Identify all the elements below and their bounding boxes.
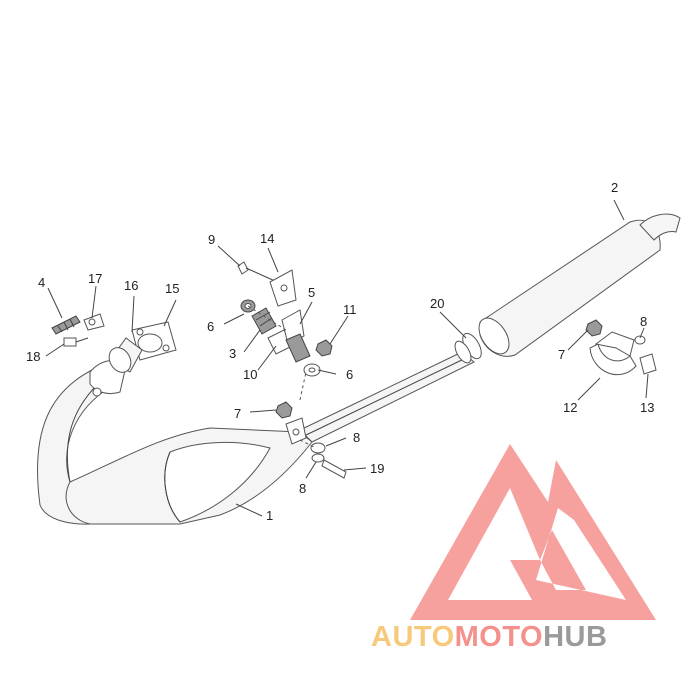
callout-8-lower: 8 <box>353 430 360 445</box>
callout-9: 9 <box>208 232 215 247</box>
callout-20: 20 <box>430 296 444 311</box>
callout-15: 15 <box>165 281 179 296</box>
silencer-clamp-12 <box>589 331 637 376</box>
callout-16: 16 <box>124 278 138 293</box>
callout-12: 12 <box>563 400 577 415</box>
callout-3: 3 <box>229 346 236 361</box>
gasket-20 <box>454 332 482 364</box>
callout-6-bottom: 6 <box>346 367 353 382</box>
nut-11 <box>315 339 333 357</box>
bracket-17 <box>83 313 105 331</box>
callout-17: 17 <box>88 271 102 286</box>
callout-2: 2 <box>611 180 618 195</box>
clamp-5 <box>281 309 311 363</box>
callout-10: 10 <box>243 367 257 382</box>
callout-13: 13 <box>640 400 654 415</box>
callout-1: 1 <box>266 508 273 523</box>
watermark-text: AUTOMOTOHUB <box>371 621 607 653</box>
bracket-14 <box>269 269 297 307</box>
callout-19: 19 <box>370 461 384 476</box>
callout-7-left: 7 <box>234 406 241 421</box>
callout-5: 5 <box>308 285 315 300</box>
callout-11: 11 <box>343 302 357 317</box>
rubber-bush-3 <box>251 307 277 335</box>
washer-8-right <box>634 335 646 345</box>
silencer <box>478 213 681 357</box>
nut-7-right <box>585 319 603 337</box>
bolt-13 <box>639 353 657 375</box>
callout-18: 18 <box>26 349 40 364</box>
callout-14: 14 <box>260 231 274 246</box>
nut-7-left <box>275 401 293 419</box>
callout-4: 4 <box>38 275 45 290</box>
callout-labels: 1 2 3 4 5 6 6 7 7 8 8 8 9 10 11 12 13 14… <box>26 180 654 523</box>
callout-8-right: 8 <box>640 314 647 329</box>
washer-bolt-lower <box>310 442 347 479</box>
manifold-flange <box>108 321 177 373</box>
spring-4 <box>51 315 81 335</box>
watermark-logo-mark <box>410 444 656 620</box>
leader-lines <box>45 199 649 517</box>
washer-6-bottom <box>303 363 321 377</box>
bolt-18 <box>63 337 89 347</box>
watermark-logo: AUTOMOTOHUB <box>371 444 656 653</box>
callout-8-bottom: 8 <box>299 481 306 496</box>
callout-6-top: 6 <box>207 319 214 334</box>
callout-7-right: 7 <box>558 347 565 362</box>
